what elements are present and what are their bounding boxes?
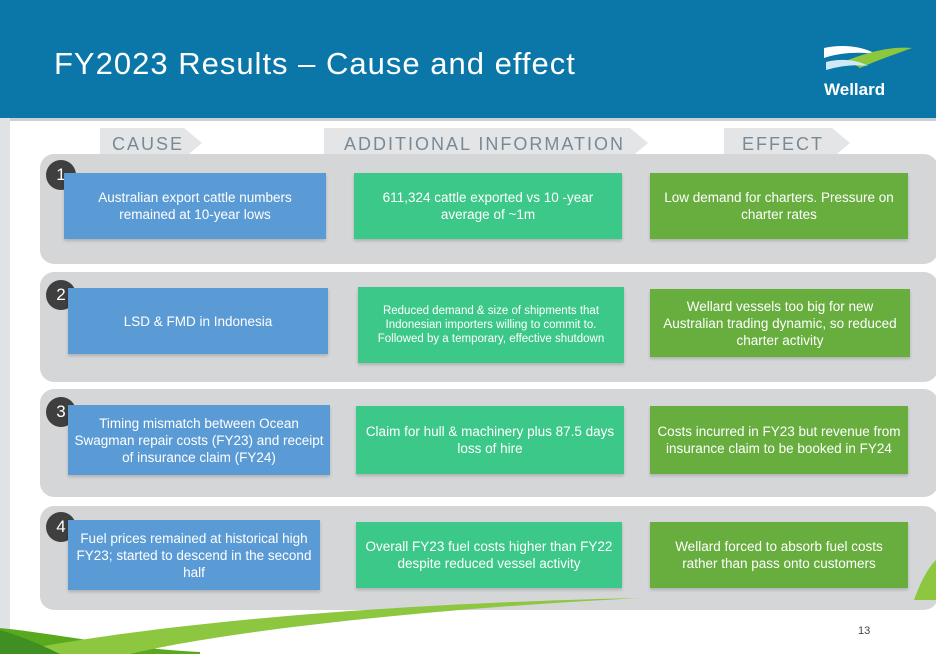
effect-box: Low demand for charters. Pressure on cha…: [650, 173, 908, 239]
info-box: Claim for hull & machinery plus 87.5 day…: [356, 406, 624, 474]
frame-top: [10, 118, 936, 121]
info-header-arrow: ADDITIONAL INFORMATION: [324, 128, 648, 158]
info-box: Reduced demand & size of shipments that …: [358, 287, 624, 363]
info-header: ADDITIONAL INFORMATION: [344, 134, 626, 154]
effect-box: Wellard forced to absorb fuel costs rath…: [650, 522, 908, 588]
cause-box: LSD & FMD in Indonesia: [68, 288, 328, 354]
footer-swoosh-icon: [0, 598, 640, 654]
frame-left: [0, 118, 10, 654]
cause-box: Fuel prices remained at historical high …: [68, 520, 320, 590]
effect-header-arrow: EFFECT: [724, 128, 850, 158]
wellard-logo-icon: [824, 46, 912, 70]
title-bar: [0, 0, 936, 118]
page-number: 13: [858, 625, 871, 637]
cause-header-arrow: CAUSE: [100, 128, 202, 158]
cause-header: CAUSE: [112, 134, 185, 154]
effect-header: EFFECT: [742, 134, 824, 154]
cause-box: Australian export cattle numbers remaine…: [64, 173, 326, 239]
effect-box: Wellard vessels too big for new Australi…: [650, 289, 910, 357]
cause-box: Timing mismatch between Ocean Swagman re…: [68, 405, 330, 475]
info-box: Overall FY23 fuel costs higher than FY22…: [356, 522, 622, 588]
logo-text: Wellard: [824, 80, 886, 99]
info-box: 611,324 cattle exported vs 10 -year aver…: [354, 173, 622, 239]
side-accent-icon: [914, 560, 936, 600]
slide-title: FY2023 Results – Cause and effect: [54, 46, 576, 81]
effect-box: Costs incurred in FY23 but revenue from …: [650, 406, 908, 474]
